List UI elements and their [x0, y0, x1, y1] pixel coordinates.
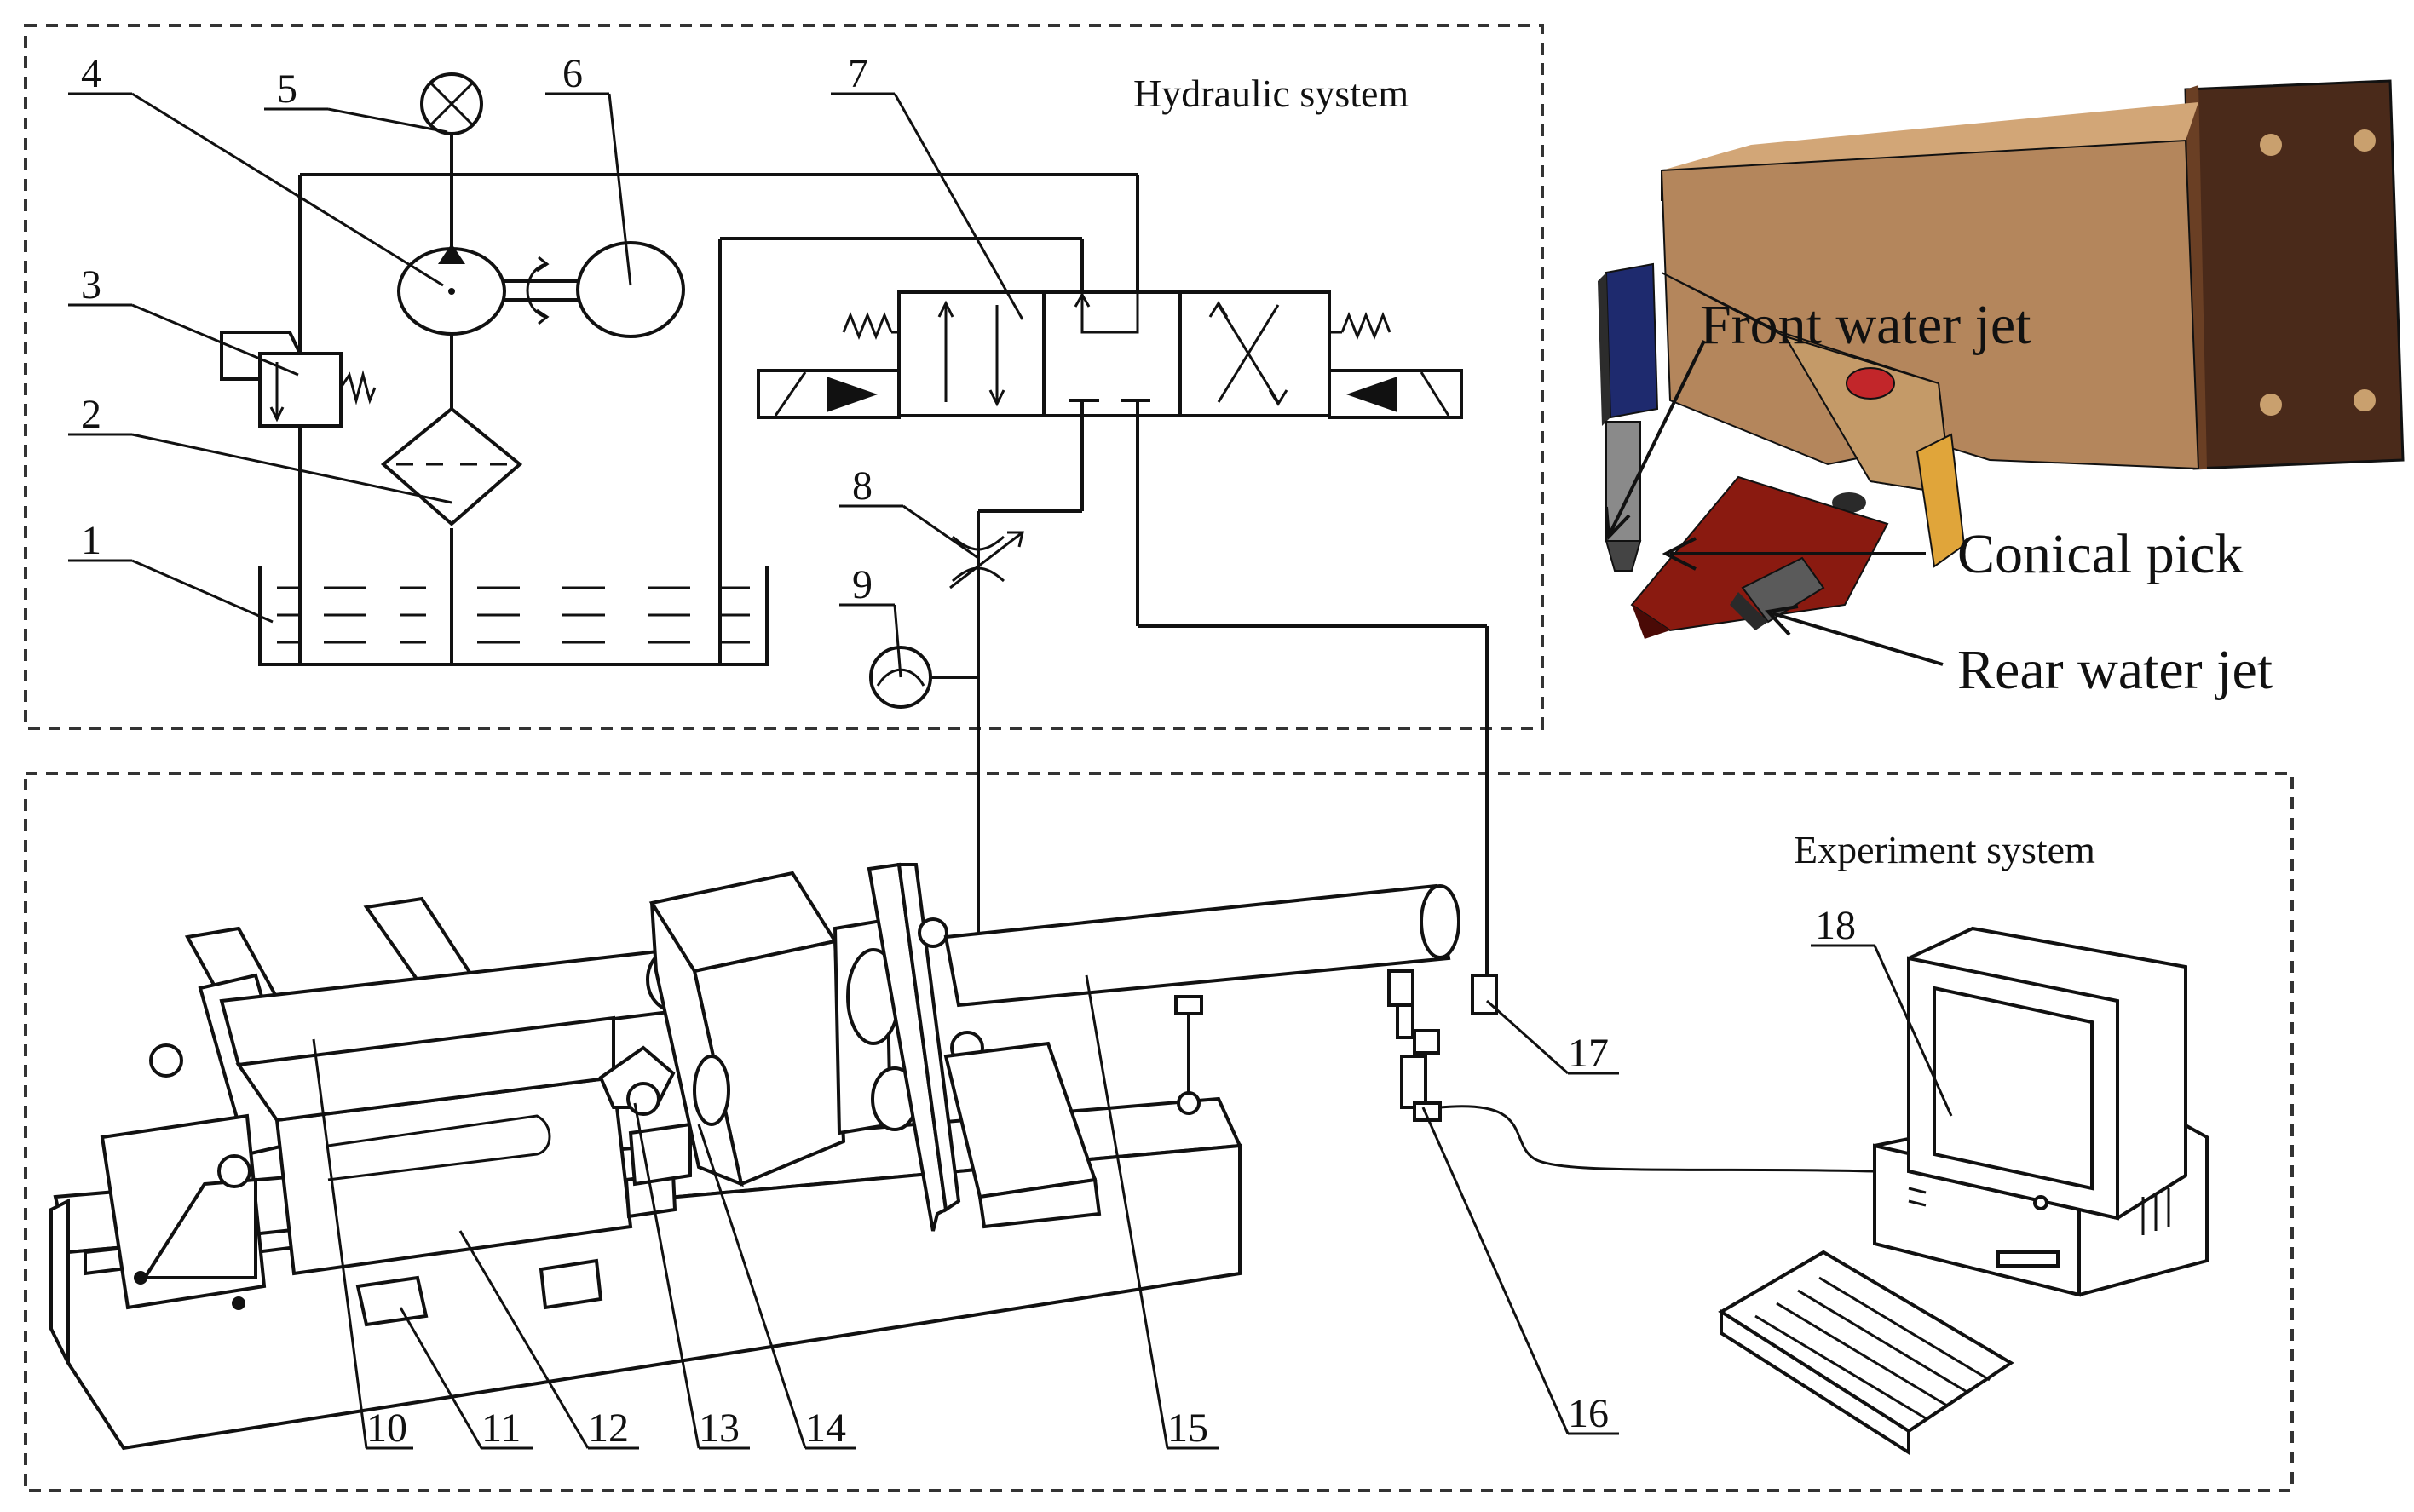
label-7: 7 [848, 51, 868, 96]
rear-water-jet-callout: Rear water jet [1957, 639, 2273, 701]
hydraulic-pump [397, 244, 506, 336]
pressure-gauge [420, 72, 483, 135]
oil-tank [258, 566, 769, 666]
label-3: 3 [81, 262, 101, 308]
leader-lines [68, 92, 1953, 1450]
pick-waterjet-model [1598, 79, 2405, 666]
electric-motor [504, 241, 685, 338]
label-12: 12 [588, 1406, 629, 1451]
test-bench [49, 862, 1460, 1451]
label-6: 6 [562, 51, 583, 96]
label-13: 13 [699, 1406, 740, 1451]
label-9: 9 [852, 562, 873, 607]
flow-meter [869, 646, 978, 709]
water-jet-nozzles [1387, 954, 1498, 1122]
conical-pick-callout: Conical pick [1957, 523, 2243, 585]
directional-valve [757, 290, 1463, 419]
label-4: 4 [81, 51, 101, 96]
label-17: 17 [1568, 1031, 1609, 1076]
experiment-system-title: Experiment system [1794, 828, 2095, 871]
label-15: 15 [1167, 1406, 1208, 1451]
label-8: 8 [852, 463, 873, 509]
experiment-system-box [24, 772, 2294, 1492]
computer [1718, 926, 2209, 1456]
label-14: 14 [805, 1406, 846, 1451]
label-16: 16 [1568, 1391, 1609, 1436]
label-11: 11 [481, 1406, 521, 1451]
number-labels: 1 2 3 4 5 6 7 8 9 10 11 12 13 14 15 16 1… [81, 51, 1856, 1451]
label-5: 5 [277, 66, 297, 112]
relief-valve [220, 331, 377, 428]
label-18: 18 [1815, 903, 1856, 948]
throttle-valve [949, 531, 1024, 589]
hydraulic-system-title: Hydraulic system [1133, 72, 1409, 115]
hydraulic-system-box [24, 24, 1544, 730]
label-2: 2 [81, 392, 101, 437]
front-water-jet-callout: Front water jet [1700, 294, 2031, 356]
sensor-cable [1439, 1105, 1875, 1173]
filter [380, 406, 523, 526]
label-10: 10 [366, 1406, 407, 1451]
label-1: 1 [81, 518, 101, 563]
